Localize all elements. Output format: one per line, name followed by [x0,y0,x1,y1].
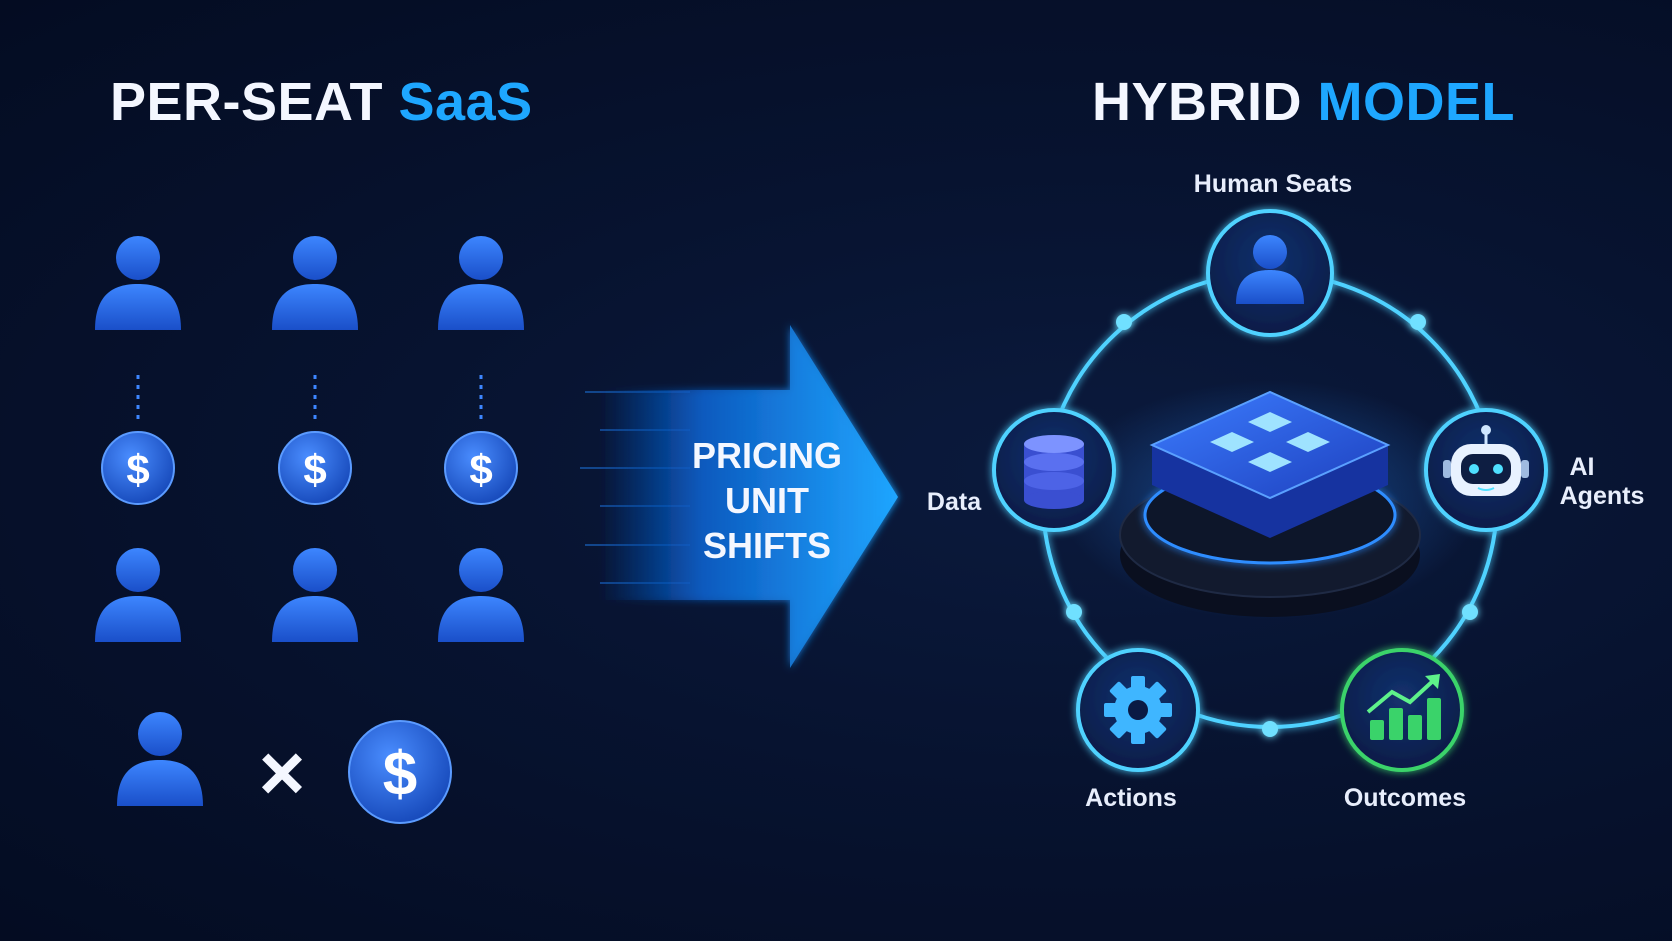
dollar-coin-icon: $ [444,431,518,505]
left-title: PER-SEAT SaaS [110,72,533,132]
node-ai-agents: AI Agents [1424,408,1645,532]
svg-text:$: $ [303,446,326,493]
shift-arrow: PRICING UNIT SHIFTS [580,325,898,668]
node-data: Data [927,408,1116,532]
person-icon [272,236,358,330]
node-label-ai: AI [1570,453,1595,481]
person-icon [95,236,181,330]
person-icon [272,548,358,642]
right-title: HYBRID MODEL [1092,72,1515,132]
seat-grid: $ $ $ [95,236,524,642]
node-label-outcomes: Outcomes [1344,784,1466,812]
growth-chart-icon [1366,674,1441,740]
node-human-seats: Human Seats [1194,170,1352,337]
person-icon [1236,235,1304,304]
dollar-coin-icon: $ [101,431,175,505]
arrow-label-line1: PRICING [692,435,842,476]
arrow-label-line3: SHIFTS [703,525,831,566]
node-label-actions: Actions [1085,784,1177,812]
node-label-human-seats: Human Seats [1194,170,1352,198]
database-icon [1024,435,1084,509]
left-title-main: PER-SEAT [110,72,399,132]
arrow-label-line2: UNIT [725,480,809,521]
person-icon [438,548,524,642]
node-label-data: Data [927,488,982,516]
center-platform [1060,380,1480,620]
dollar-coin-icon: $ [348,720,452,824]
svg-text:$: $ [469,446,492,493]
multiply-icon: × [259,728,306,817]
node-actions: Actions [1076,648,1200,812]
robot-icon [1443,425,1529,496]
person-icon [438,236,524,330]
platform-grid-icon [1210,412,1330,472]
right-title-accent: MODEL [1318,72,1516,132]
svg-text:$: $ [126,446,149,493]
gear-icon [1104,676,1172,744]
ring-dots [1066,314,1478,737]
svg-text:$: $ [383,740,417,809]
person-icon [117,712,203,806]
node-outcomes: Outcomes [1340,648,1466,812]
right-title-main: HYBRID [1092,72,1318,132]
person-icon [95,548,181,642]
node-label-agents: Agents [1560,482,1645,510]
left-title-accent: SaaS [399,72,533,132]
formula-row: × $ [117,712,452,824]
dollar-coin-icon: $ [278,431,352,505]
